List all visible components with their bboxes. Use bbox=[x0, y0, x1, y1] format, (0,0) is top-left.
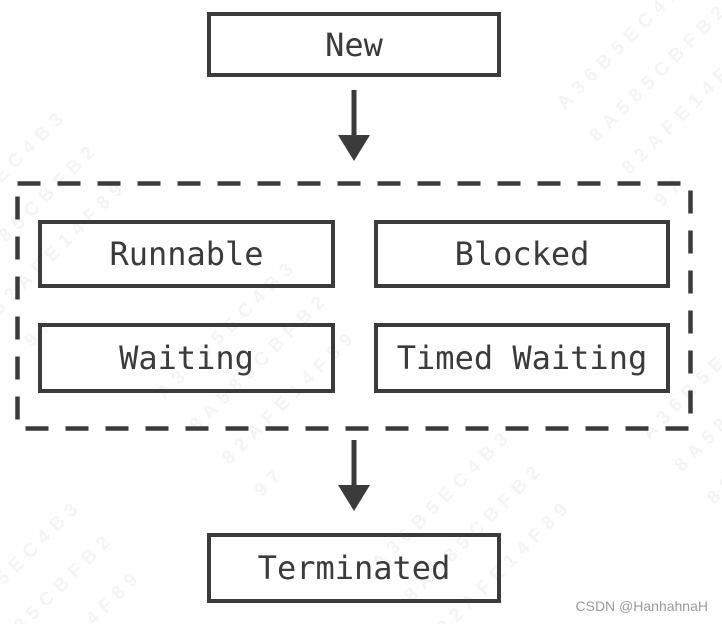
node-blocked-label: Blocked bbox=[454, 235, 590, 273]
watermark-text: 82AFE14F89 bbox=[0, 495, 218, 624]
states-group-border bbox=[15, 181, 693, 431]
watermark-text: A36B5EC4B3 bbox=[552, 0, 703, 114]
arrow-new-to-states-icon bbox=[338, 90, 370, 161]
node-timed-waiting-label: Timed Waiting bbox=[396, 339, 648, 377]
watermark-text: A36B5EC4B3 bbox=[0, 494, 88, 624]
node-terminated: Terminated bbox=[207, 533, 501, 603]
node-terminated-label: Terminated bbox=[257, 549, 451, 587]
csdn-credit: CSDN @HanhahnaH bbox=[575, 598, 709, 614]
watermark-text: 8A585CBFB2 bbox=[0, 527, 120, 624]
watermark-text: 82AFE14F89 bbox=[618, 34, 722, 179]
watermark-text: 82AFE14F89 bbox=[703, 364, 722, 509]
node-timed-waiting: Timed Waiting bbox=[374, 323, 670, 393]
node-waiting: Waiting bbox=[38, 323, 335, 393]
node-waiting-label: Waiting bbox=[119, 339, 254, 377]
node-blocked: Blocked bbox=[374, 220, 670, 288]
watermark-text: 8A585CBFB2 bbox=[585, 0, 722, 147]
node-new: New bbox=[207, 12, 501, 77]
arrow-states-to-terminated-icon bbox=[338, 440, 370, 511]
node-runnable: Runnable bbox=[38, 220, 335, 288]
node-new-label: New bbox=[325, 25, 383, 64]
node-runnable-label: Runnable bbox=[109, 235, 264, 273]
